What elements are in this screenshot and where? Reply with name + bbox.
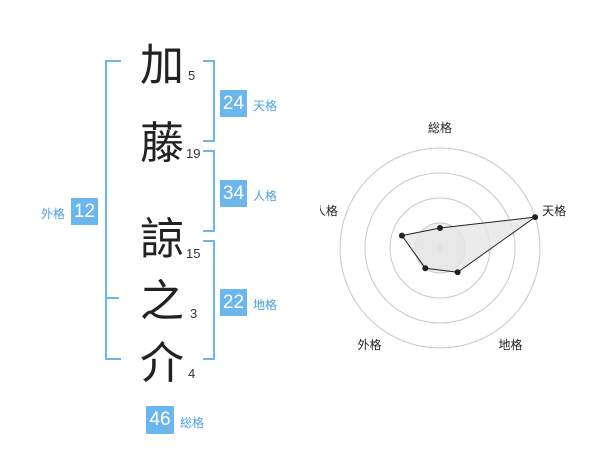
name-char-4: 之 — [140, 276, 184, 327]
chikaku-label: 地格 — [253, 298, 278, 312]
stroke-count-5: 4 — [188, 366, 196, 381]
radar-axis-label-5: 人格 — [320, 203, 338, 218]
radar-point-3 — [454, 269, 461, 276]
name-char-2: 藤 — [140, 118, 184, 169]
name-char-5: 介 — [140, 338, 184, 389]
radar-axis-label-1: 総格 — [428, 120, 452, 135]
jinkaku-value: 34 — [220, 180, 247, 207]
stroke-count-3: 15 — [186, 246, 201, 261]
name-char-3: 諒 — [140, 214, 184, 265]
tenkaku-bracket — [203, 60, 215, 142]
chikaku-bracket — [203, 240, 215, 360]
soukaku-value: 46 — [146, 406, 174, 434]
tenkaku-label: 天格 — [253, 99, 278, 113]
gaikaku-bracket — [105, 60, 121, 360]
radar-score-polygon — [401, 216, 536, 273]
gaikaku-label: 外格 — [41, 207, 66, 221]
name-char-1: 加 — [140, 40, 184, 91]
gaikaku-value: 12 — [71, 198, 98, 225]
tenkaku-value: 24 — [220, 90, 247, 117]
radar-point-2 — [532, 214, 539, 221]
radar-ring-4 — [339, 147, 541, 349]
stroke-count-4: 3 — [190, 306, 198, 321]
radar-point-4 — [422, 265, 429, 272]
radar-point-1 — [437, 225, 443, 231]
chikaku-value: 22 — [220, 289, 247, 316]
jinkaku-label: 人格 — [253, 189, 278, 203]
gaikaku-bracket-tick — [105, 297, 119, 299]
radar-axis-label-3: 地格 — [499, 337, 523, 352]
radar-ring-3 — [364, 172, 516, 324]
soukaku-label: 総格 — [180, 416, 205, 430]
stroke-count-2: 19 — [186, 146, 201, 161]
radar-axis-label-2: 天格 — [542, 203, 566, 218]
stroke-count-1: 5 — [188, 68, 196, 83]
jinkaku-bracket — [203, 150, 215, 232]
radar-axis-label-4: 外格 — [357, 337, 381, 352]
radar-point-5 — [398, 232, 405, 239]
